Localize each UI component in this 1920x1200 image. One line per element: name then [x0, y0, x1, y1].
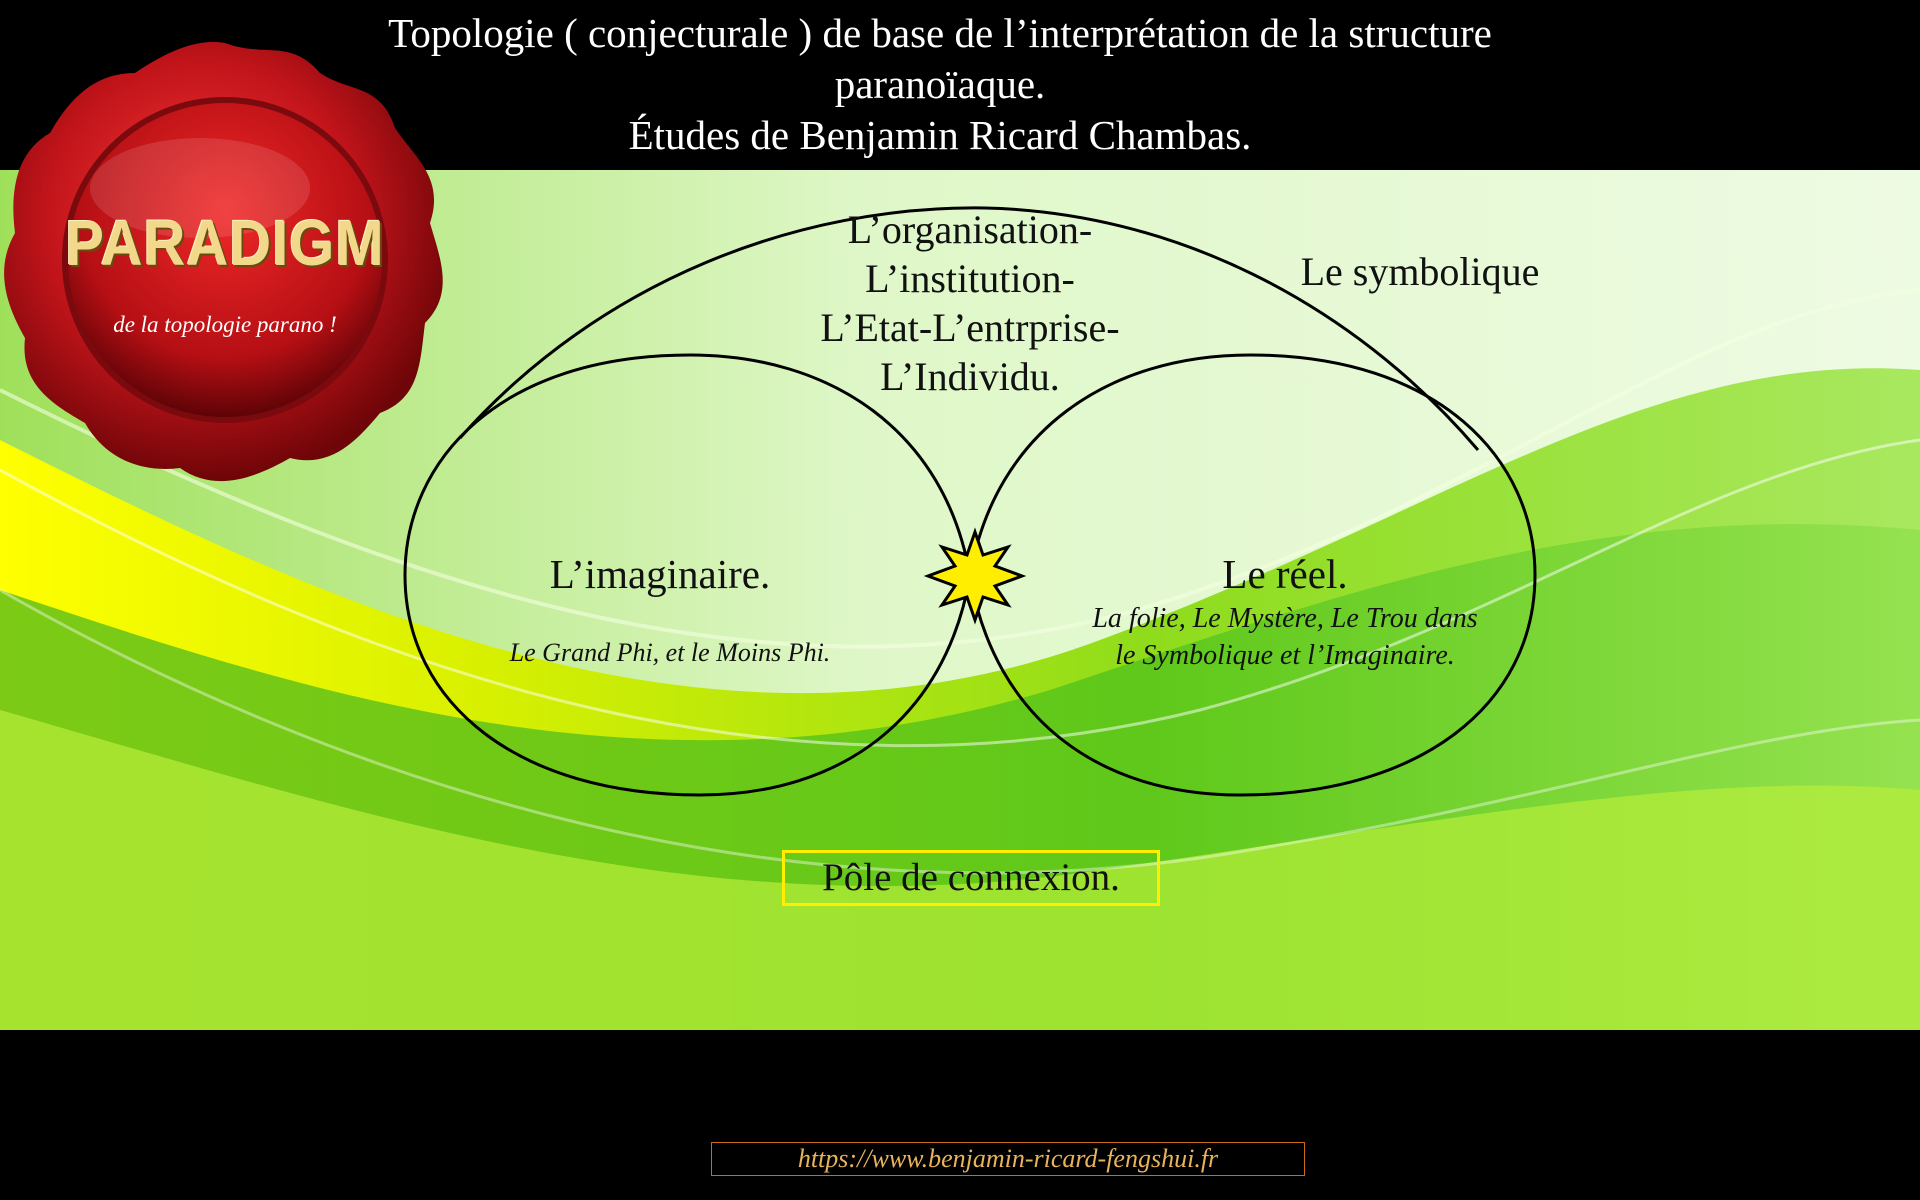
seal-title: PARADIGM: [65, 207, 385, 280]
title-line-1: Topologie ( conjecturale ) de base de l’…: [388, 10, 1492, 56]
organisation-line-1: L’organisation-: [847, 207, 1093, 252]
connection-star-icon: [923, 527, 1027, 625]
organisation-line-2: L’institution-: [865, 256, 1075, 301]
reel-loop: [968, 353, 1537, 797]
organisation-line-3: L’Etat-L’entrprise-: [820, 305, 1120, 350]
imaginaire-subtitle: Le Grand Phi, et le Moins Phi.: [509, 638, 831, 667]
symbolique-arc: [458, 206, 1480, 451]
green-wave-background: [0, 170, 1920, 1030]
organisation-line-4: L’Individu.: [880, 354, 1060, 399]
seal-subtitle: de la topologie parano !: [113, 312, 337, 337]
connection-pole-label: Pôle de connexion.: [782, 850, 1160, 906]
page-title: Topologie ( conjecturale ) de base de l’…: [340, 8, 1540, 161]
imaginaire-label: L’imaginaire.: [549, 551, 771, 597]
reel-subtitle: La folie, Le Mystère, Le Trou dans le Sy…: [1092, 603, 1478, 671]
paradigm-wax-seal-icon: [4, 42, 443, 482]
title-line-3: Études de Benjamin Ricard Chambas.: [628, 112, 1252, 158]
imaginaire-loop: [403, 353, 972, 797]
footer-url-link[interactable]: https://www.benjamin-ricard-fengshui.fr: [711, 1142, 1305, 1176]
reel-label: Le réel.: [1222, 551, 1348, 597]
organisation-label: L’organisation- L’institution- L’Etat-L’…: [780, 205, 1160, 401]
symbolique-label: Le symbolique: [1300, 249, 1540, 294]
title-line-2: paranoïaque.: [834, 61, 1046, 107]
